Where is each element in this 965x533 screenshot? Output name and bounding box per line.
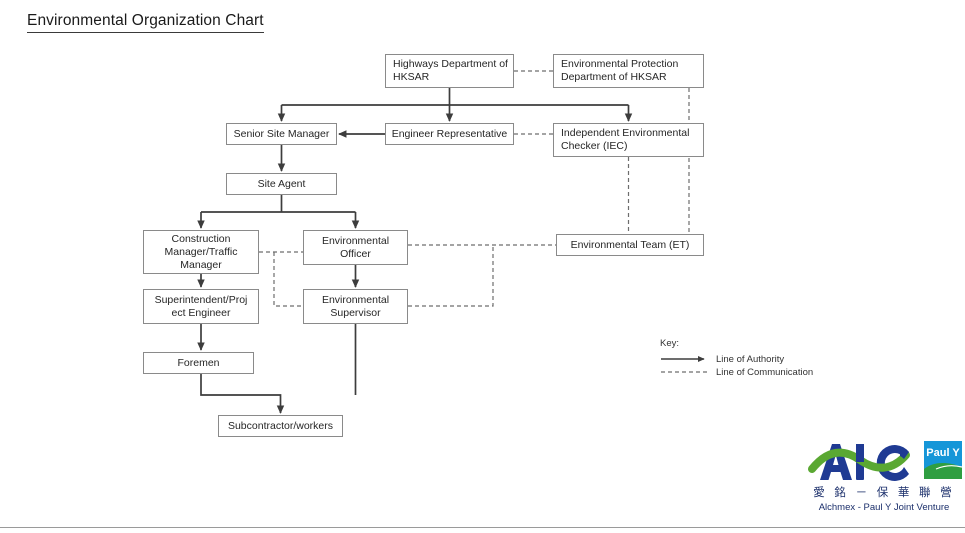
node-construction-manager[interactable]: Construction Manager/Traffic Manager xyxy=(143,230,259,274)
node-label: Environmental Team (ET) xyxy=(570,238,690,251)
legend-solid-arrow-icon xyxy=(661,356,705,362)
node-label: Construction Manager/Traffic Manager xyxy=(164,232,238,271)
brand-english-name: Alchmex - Paul Y Joint Venture xyxy=(818,502,950,513)
bottom-divider xyxy=(0,527,965,528)
legend-label-communication: Line of Communication xyxy=(716,367,814,378)
node-environmental-team[interactable]: Environmental Team (ET) xyxy=(556,234,704,256)
node-label: Environmental Supervisor xyxy=(321,293,390,319)
node-environmental-officer[interactable]: Environmental Officer xyxy=(303,230,408,265)
page-title: Environmental Organization Chart xyxy=(27,12,264,33)
brand-chinese-name: 愛 銘 － 保 華 聯 營 xyxy=(813,485,955,499)
legend-dashed-line-icon xyxy=(661,371,708,373)
brand-block: Paul Y 愛 銘 － 保 華 聯 營 Alchmex - Paul Y Jo… xyxy=(806,436,962,528)
node-environmental-supervisor[interactable]: Environmental Supervisor xyxy=(303,289,408,324)
node-label: Engineer Representative xyxy=(391,127,508,140)
node-label: Site Agent xyxy=(257,177,306,190)
node-label: Environmental Protection Department of H… xyxy=(561,58,679,83)
paul-y-logo-text: Paul Y xyxy=(926,447,960,459)
legend-title: Key: xyxy=(660,338,680,349)
legend-label-authority: Line of Authority xyxy=(716,354,785,365)
node-foremen[interactable]: Foremen xyxy=(143,352,254,374)
node-label: Foremen xyxy=(177,356,220,369)
node-iec[interactable]: Independent Environmental Checker (IEC) xyxy=(553,123,704,157)
node-label: Subcontractor/workers xyxy=(227,419,334,432)
node-label: Independent Environmental Checker (IEC) xyxy=(561,127,690,152)
node-site-agent[interactable]: Site Agent xyxy=(226,173,337,195)
node-label: Highways Department of HKSAR xyxy=(393,58,508,83)
node-senior-site-manager[interactable]: Senior Site Manager xyxy=(226,123,337,145)
joint-venture-logo-icon: Paul Y xyxy=(808,441,962,481)
node-label: Environmental Officer xyxy=(321,234,390,260)
node-epd[interactable]: Environmental Protection Department of H… xyxy=(553,54,704,88)
node-superintendent[interactable]: Superintendent/Proj ect Engineer xyxy=(143,289,259,324)
node-label: Superintendent/Proj ect Engineer xyxy=(154,293,248,319)
node-label: Senior Site Manager xyxy=(233,127,330,140)
node-engineer-representative[interactable]: Engineer Representative xyxy=(385,123,514,145)
node-highways[interactable]: Highways Department of HKSAR xyxy=(385,54,514,88)
node-subcontractor[interactable]: Subcontractor/workers xyxy=(218,415,343,437)
